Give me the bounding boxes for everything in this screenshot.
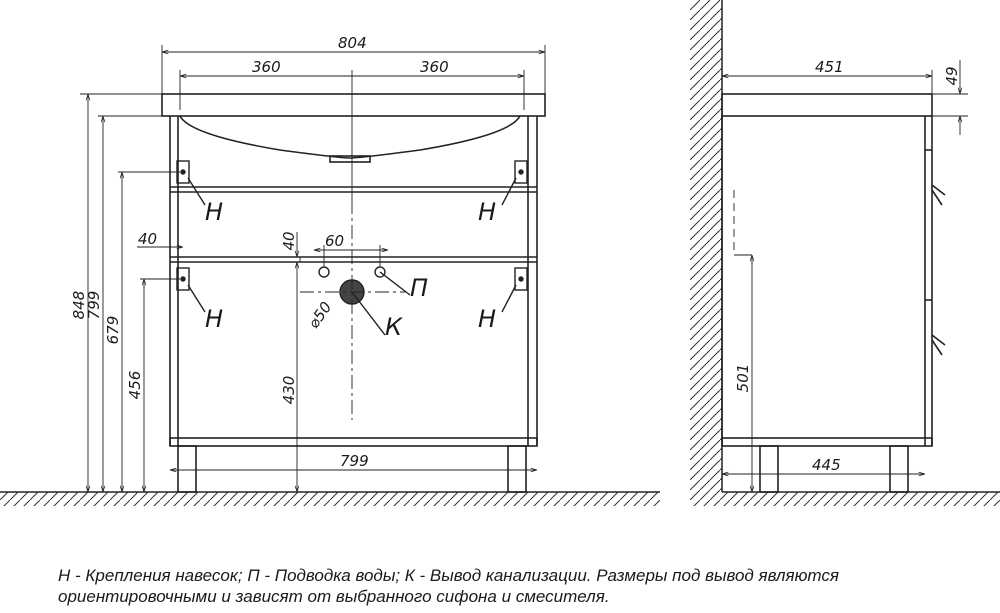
water-inlet-right — [374, 266, 386, 278]
dim-451: 451 — [815, 58, 844, 76]
dim-799-width: 799 — [340, 452, 369, 470]
water-inlet-left — [318, 266, 330, 278]
front-view — [161, 93, 546, 493]
side-dimensions — [722, 60, 968, 492]
dim-799-height: 799 — [85, 291, 103, 320]
side-view — [721, 93, 946, 493]
side-leg-right — [889, 445, 909, 493]
leg-right — [507, 445, 527, 493]
basin-bowl — [179, 115, 521, 159]
dim-360-left: 360 — [252, 58, 281, 76]
dim-848: 848 — [70, 291, 88, 320]
drain-slot — [329, 155, 371, 163]
side-leg-left — [759, 445, 779, 493]
floor-front — [0, 491, 660, 506]
dim-diameter-50: ⌀50 — [304, 298, 335, 331]
dim-456: 456 — [126, 371, 144, 400]
side-hidden-lines — [733, 190, 752, 256]
legend-line-2: ориентировочными и зависят от выбранного… — [58, 587, 610, 606]
pipes — [300, 200, 411, 420]
legend: Н - Крепления навесок; П - Подводка воды… — [58, 565, 958, 607]
label-sewer-outlet: К — [385, 313, 403, 341]
label-hanger-bottom-left: Н — [205, 305, 223, 333]
floor-side — [722, 491, 1000, 506]
dim-40-vertical: 40 — [280, 231, 298, 250]
dim-360-right: 360 — [420, 58, 449, 76]
dim-40-horizontal: 40 — [138, 230, 157, 248]
dim-501: 501 — [734, 364, 752, 393]
dim-445: 445 — [812, 456, 841, 474]
countertop-front — [161, 93, 546, 117]
dim-49: 49 — [943, 66, 961, 85]
legend-line-1: Н - Крепления навесок; П - Подводка воды… — [58, 566, 839, 585]
dim-60: 60 — [325, 232, 344, 250]
label-hanger-bottom-right: Н — [478, 305, 496, 333]
label-water-supply: П — [410, 274, 428, 302]
countertop-side — [721, 93, 933, 117]
wall-side — [690, 0, 723, 506]
label-hanger-top-right: Н — [478, 198, 496, 226]
dim-430: 430 — [280, 376, 298, 405]
leg-left — [177, 445, 197, 493]
label-hanger-top-left: Н — [205, 198, 223, 226]
dim-679: 679 — [104, 316, 122, 345]
front-dimensions — [80, 45, 546, 492]
dim-804: 804 — [338, 34, 367, 52]
hanger-brackets — [176, 160, 528, 313]
